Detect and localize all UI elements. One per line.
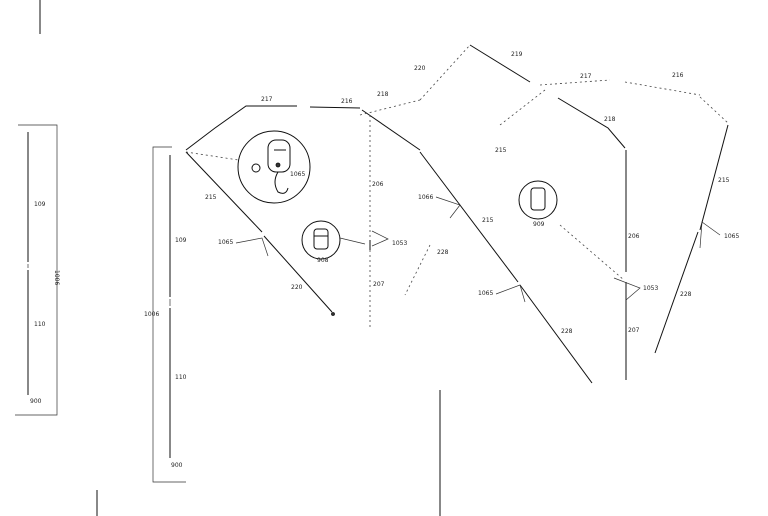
label-1065-c: 1065 [478,290,493,297]
label-218-a: 218 [377,91,389,98]
fitting-909-circle: 909 [518,180,558,228]
front-frame: 217 216 218 215 1065 220 206 207 1053 10… [185,44,593,384]
label-220-a: 220 [291,284,303,291]
label-110-a: 110 [34,321,46,328]
label-1065-a: 1065 [218,239,233,246]
center-bracket [152,146,186,483]
rear-frame: 220 219 217 216 218 206 207 1053 215 215… [414,44,739,380]
label-218-b: 218 [604,116,616,123]
label-1006-a: 1006 [53,270,60,285]
label-109-b: 109 [175,237,187,244]
label-207-b: 207 [628,327,640,334]
label-216-a: 216 [341,98,353,105]
label-228-c: 228 [680,291,692,298]
label-1065-d: 1065 [724,233,739,240]
label-1053-b: 1053 [643,285,658,292]
label-1066: 1066 [418,194,433,201]
label-1053-a: 1053 [392,240,407,247]
label-1065-clamp: 1065 [290,171,305,178]
label-228-b: 228 [561,328,573,335]
clamp-detail-circle: 1065 [237,130,311,204]
label-215-b: 215 [482,217,494,224]
label-215-d: 215 [718,177,730,184]
label-217-a: 217 [261,96,273,103]
label-220-b: 220 [414,65,426,72]
label-228-a: 228 [437,249,449,256]
label-206-a: 206 [372,181,384,188]
label-219: 219 [511,51,523,58]
fitting-908-circle: 908 [301,220,366,264]
label-217-b: 217 [580,73,592,80]
label-900-b: 900 [171,462,183,469]
label-215-c: 215 [495,147,507,154]
label-216-b: 216 [672,72,684,79]
label-206-b: 206 [628,233,640,240]
label-900-a: 900 [30,398,42,405]
label-109-a: 109 [34,201,46,208]
label-908: 908 [317,257,329,264]
label-909: 909 [533,221,545,228]
left-bracket [15,124,58,416]
label-1006-b: 1006 [144,311,159,318]
label-215-a: 215 [205,194,217,201]
label-207-a: 207 [373,281,385,288]
left-pole-detail: 109 110 1006 900 [15,124,60,416]
bow-219 [469,44,531,83]
label-110-b: 110 [175,374,187,381]
center-pole-detail: 109 110 1006 900 [144,146,187,483]
bow-217-a [185,105,297,151]
